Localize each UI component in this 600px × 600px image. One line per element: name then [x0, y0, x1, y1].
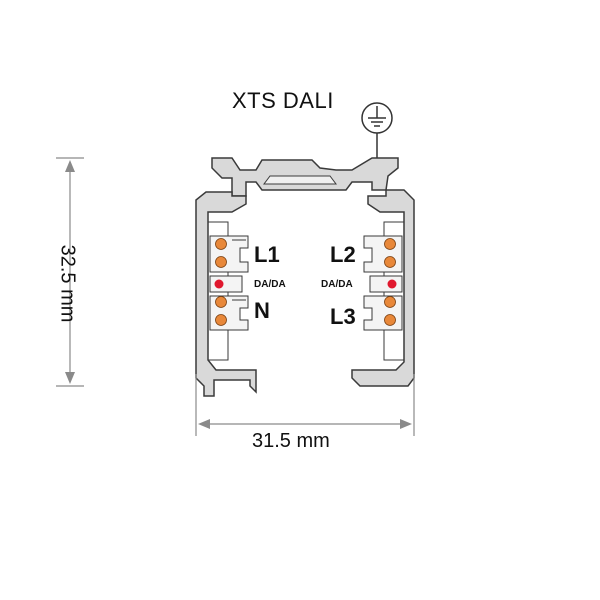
ground-symbol-icon — [361, 102, 393, 160]
width-label: 31.5 mm — [252, 430, 330, 452]
profile-right-wall — [351, 189, 415, 387]
contact-l1-lower — [215, 256, 227, 268]
height-dimension — [56, 157, 84, 387]
contact-l1-upper — [215, 238, 227, 250]
height-label: 32.5 mm — [56, 244, 79, 323]
contact-l2-upper — [384, 238, 396, 250]
label-dali-left: DA/DA — [254, 279, 286, 290]
contact-l3-upper — [384, 296, 396, 308]
label-dali-right: DA/DA — [321, 279, 353, 290]
contact-dali-left — [214, 279, 224, 289]
contact-n-upper — [215, 296, 227, 308]
contact-l3-lower — [384, 314, 396, 326]
width-dimension — [195, 374, 415, 436]
profile-left-wall — [195, 191, 257, 397]
contact-n-lower — [215, 314, 227, 326]
label-n: N — [254, 298, 270, 323]
diagram-title: XTS DALI — [232, 88, 334, 113]
label-l3: L3 — [330, 304, 356, 329]
contact-dali-right — [387, 279, 397, 289]
label-l1: L1 — [254, 242, 280, 267]
track-profile — [195, 157, 415, 397]
label-l2: L2 — [330, 242, 356, 267]
contact-l2-lower — [384, 256, 396, 268]
